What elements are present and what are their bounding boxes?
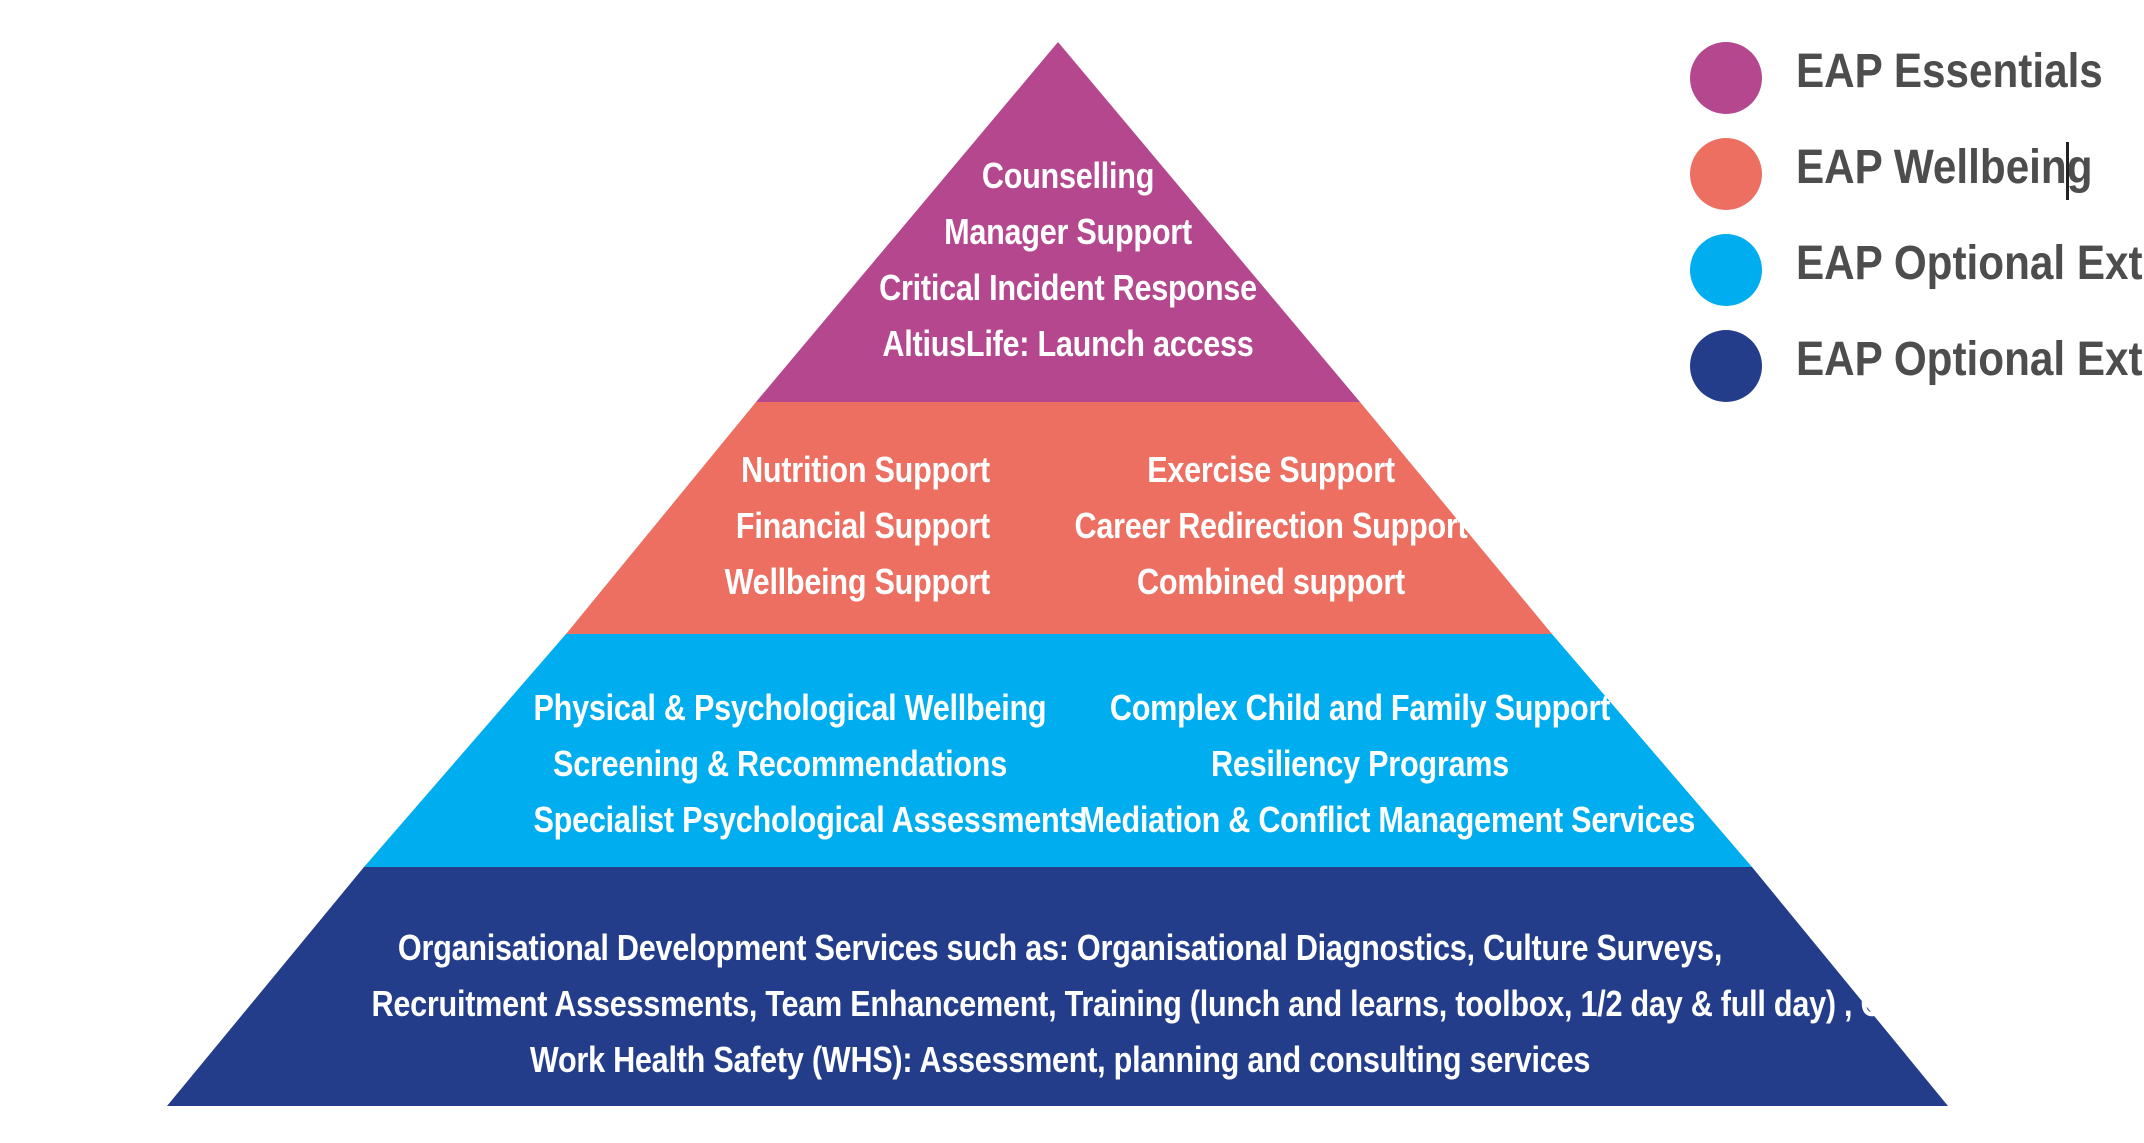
wellbeing-left-line: Wellbeing Support: [724, 561, 991, 602]
essentials-line: Manager Support: [944, 211, 1192, 252]
wellbeing-left-text: Nutrition Support Financial Support Well…: [710, 442, 991, 610]
wellbeing-right-line: Combined support: [1137, 561, 1405, 602]
essentials-line: Critical Incident Response: [879, 267, 1257, 308]
wellbeing-right-line: Exercise Support: [1147, 449, 1395, 490]
optional-dark-line: Work Health Safety (WHS): Assessment, pl…: [529, 1039, 1591, 1080]
legend-label: EAP Wellbeing: [1796, 141, 2093, 194]
optional-light-left-line: Physical & Psychological Wellbeing: [533, 687, 1047, 728]
legend-dot: [1690, 138, 1762, 210]
tier-essentials: [756, 42, 1360, 402]
legend-label: EAP Optional Extras: [1796, 237, 2144, 290]
essentials-line: Counselling: [981, 155, 1155, 196]
essentials-line: AltiusLife: Launch access: [882, 323, 1254, 364]
tier-optional-light: [364, 634, 1752, 867]
tier-optional-dark: [167, 867, 1948, 1106]
wellbeing-left-line: Financial Support: [735, 505, 990, 546]
essentials-text: Counselling Manager Support Critical Inc…: [847, 148, 1289, 372]
optional-light-right-line: Mediation & Conflict Management Services: [1079, 799, 1696, 840]
optional-dark-line: Organisational Development Services such…: [397, 927, 1723, 968]
wellbeing-right-line: Career Redirection Support: [1074, 505, 1468, 546]
optional-light-left-text: Physical & Psychological Wellbeing Scree…: [533, 680, 1087, 848]
optional-dark-line: Recruitment Assessments, Team Enhancemen…: [371, 983, 1999, 1024]
text-cursor-caret: [2066, 142, 2069, 200]
legend-dot: [1690, 42, 1762, 114]
optional-light-right-line: Complex Child and Family Support: [1109, 687, 1611, 728]
legend-label: EAP Optional Extras: [1796, 333, 2144, 386]
legend-dot: [1690, 234, 1762, 306]
optional-light-right-line: Resiliency Programs: [1211, 743, 1509, 784]
wellbeing-right-text: Exercise Support Career Redirection Supp…: [1071, 442, 1471, 610]
optional-dark-text: Organisational Development Services such…: [371, 920, 1999, 1088]
optional-light-right-text: Complex Child and Family Support Resilie…: [1079, 680, 1696, 848]
optional-light-left-line: Specialist Psychological Assessments: [533, 799, 1087, 840]
optional-light-left-line: Screening & Recommendations: [553, 743, 1007, 784]
legend-label: EAP Essentials: [1796, 45, 2103, 98]
legend-dot: [1690, 330, 1762, 402]
wellbeing-left-line: Nutrition Support: [741, 449, 990, 490]
tier-wellbeing: [566, 402, 1552, 634]
